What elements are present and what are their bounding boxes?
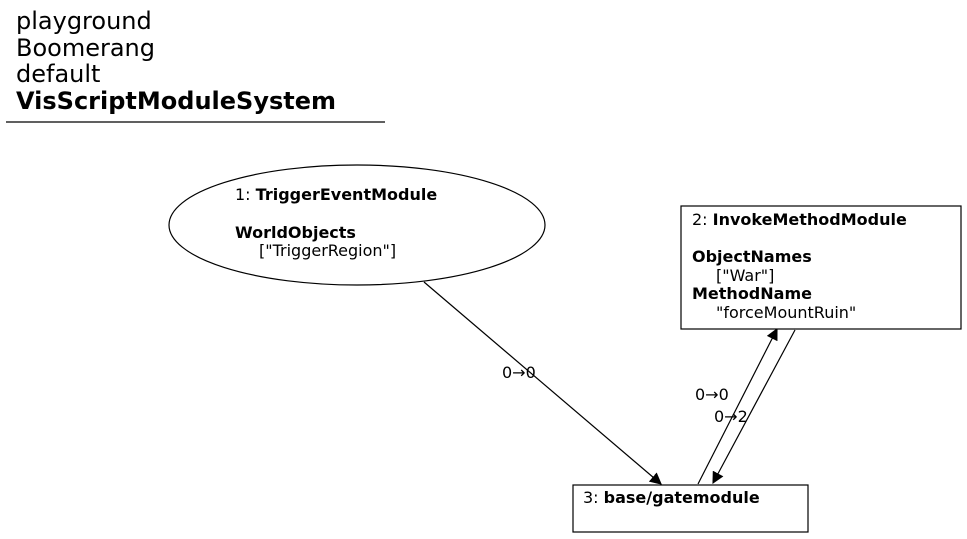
node-1-param-value: ["TriggerRegion"] [259,241,396,260]
node-2-index: 2: [692,210,713,229]
node-2-title: InvokeMethodModule [713,210,907,229]
node-1-param-name: WorldObjects [235,223,356,242]
edge-1-to-3-label: 0→0 [502,363,536,382]
node-1-index: 1: [235,185,256,204]
node-1-heading: 1: TriggerEventModule [235,185,437,204]
node-1-shape [168,164,546,286]
edge-3-to-2 [697,327,778,485]
edge-2-to-3 [712,329,796,485]
header-line-3: default [16,60,100,88]
node-2-param2-name: MethodName [692,284,812,303]
header-line-2: Boomerang [16,34,155,62]
node-2-param2-value: "forceMountRuin" [716,303,856,322]
node-3-title: base/gatemodule [604,488,760,507]
node-2-param1-value: ["War"] [716,266,774,285]
edges: 0→0 0→0 0→2 [423,281,796,485]
node-trigger-event-module[interactable]: 1: TriggerEventModule WorldObjects ["Tri… [168,164,546,286]
edge-2-to-3-label: 0→2 [714,407,748,426]
header-line-4: VisScriptModuleSystem [16,87,336,115]
graph-header: playground Boomerang default VisScriptMo… [6,7,385,123]
edge-3-to-2-label: 0→0 [695,385,729,404]
node-base-gatemodule[interactable]: 3: base/gatemodule [572,484,809,533]
node-1-title: TriggerEventModule [256,185,438,204]
node-invoke-method-module[interactable]: 2: InvokeMethodModule ObjectNames ["War"… [680,205,962,330]
node-3-index: 3: [583,488,604,507]
node-2-param1-name: ObjectNames [692,247,812,266]
node-2-shape [680,205,962,330]
node-3-shape [572,484,809,533]
header-line-1: playground [16,7,152,35]
node-2-heading: 2: InvokeMethodModule [692,210,907,229]
edge-1-to-3 [423,281,662,485]
node-3-heading: 3: base/gatemodule [583,488,760,507]
